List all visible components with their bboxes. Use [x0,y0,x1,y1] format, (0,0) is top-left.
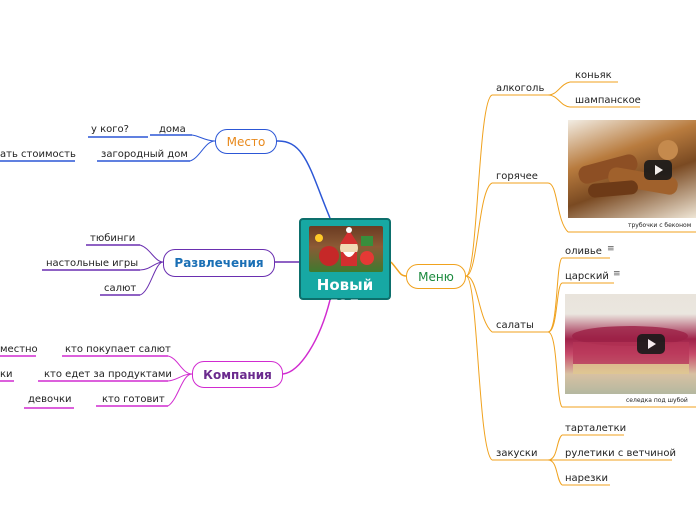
topic-stoimost[interactable]: ать стоимость [0,149,76,160]
bacon-rolls-image [578,140,678,198]
branch-mesto-label: Место [226,134,266,149]
topic-konyak[interactable]: коньяк [575,70,612,81]
branch-razvlecheniya[interactable]: Развлечения [163,249,275,277]
topic-alkogol[interactable]: алкоголь [496,83,545,94]
topic-kto-gotovit[interactable]: кто готовит [102,394,165,405]
topic-tartaletki[interactable]: тарталетки [565,423,627,434]
salaty-video-thumbnail[interactable] [565,294,696,394]
branch-kompaniya[interactable]: Компания [192,361,283,388]
goryachee-video-thumbnail[interactable] [568,120,696,218]
play-icon[interactable] [644,160,672,180]
salaty-caption: селедка под шубой [626,397,688,404]
topic-kto-edet-za-produktami[interactable]: кто едет за продуктами [44,369,172,380]
carskiy-note-icon[interactable]: ≡ [613,269,621,279]
branch-menu-label: Меню [418,269,454,284]
central-topic-title: Новый год [316,276,374,312]
topic-ruletiki-s-vetchinoy[interactable]: рулетики с ветчиной [565,448,676,459]
branch-mesto[interactable]: Место [215,129,277,154]
topic-u-kogo[interactable]: у кого? [91,124,129,135]
topic-goryachee[interactable]: горячее [496,171,538,182]
topic-zagorodny-dom[interactable]: загородный дом [101,149,188,160]
topic-tubingi[interactable]: тюбинги [90,233,136,244]
topic-nastolnye-igry[interactable]: настольные игры [46,258,139,269]
topic-narezki[interactable]: нарезки [565,473,609,484]
central-topic-image [309,226,383,272]
topic-zakuski[interactable]: закуски [496,448,538,459]
topic-salaty[interactable]: салаты [496,320,534,331]
branch-razvlecheniya-label: Развлечения [174,256,264,270]
olivie-note-icon[interactable]: ≡ [607,244,615,254]
topic-carskiy[interactable]: царский [565,271,609,282]
santa-decoration-icon [315,227,374,266]
topic-olivie[interactable]: оливье [565,246,602,257]
topic-devochki[interactable]: девочки [28,394,72,405]
play-icon[interactable] [637,334,665,354]
topic-vmestno[interactable]: местно [0,344,38,355]
topic-kto-pokupaet-salut[interactable]: кто покупает салют [65,344,171,355]
goryachee-caption: трубочки с беконом [628,222,692,229]
topic-ki[interactable]: ки [0,369,13,380]
herring-salad-image [572,326,689,374]
branch-kompaniya-label: Компания [203,367,272,382]
topic-salut[interactable]: салют [104,283,137,294]
branch-menu[interactable]: Меню [406,264,466,289]
topic-doma[interactable]: дома [159,124,186,135]
topic-shampanskoe[interactable]: шампанское [575,95,641,106]
central-topic[interactable]: Новый год [299,218,391,312]
